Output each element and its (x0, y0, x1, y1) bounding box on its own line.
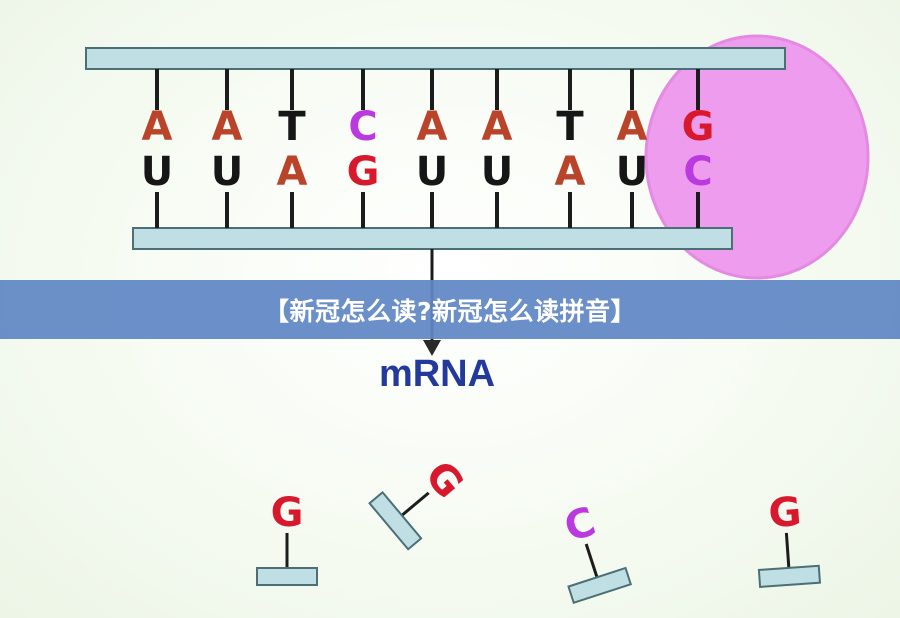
dna-base: T (556, 104, 584, 150)
free-base: G (767, 489, 803, 537)
rna-base: U (616, 149, 648, 195)
dna-strand-top (85, 47, 786, 70)
rna-base: U (141, 149, 173, 195)
free-nucleotide: G (368, 453, 472, 551)
title-banner: 【新冠怎么读?新冠怎么读拼音】 (0, 280, 900, 339)
dna-base: A (417, 104, 448, 150)
rna-base: U (211, 149, 243, 195)
free-base: G (416, 453, 472, 508)
rna-base: C (683, 149, 712, 195)
free-base: C (559, 499, 601, 552)
nucleotide-sugar-block (368, 490, 423, 551)
nucleotide-stalk (784, 532, 791, 569)
dna-base: A (617, 104, 648, 150)
free-nucleotide: C (559, 499, 633, 605)
free-nucleotide: G (256, 490, 318, 586)
nucleotide-sugar-block (567, 566, 633, 605)
dna-base: G (682, 104, 715, 150)
mrna-strand-bottom (132, 227, 733, 250)
dna-base: A (482, 104, 513, 150)
nucleotide-sugar-block (256, 567, 318, 586)
rna-base: U (416, 149, 448, 195)
nucleotide-sugar-block (757, 564, 822, 588)
banner-title: 【新冠怎么读?新冠怎么读拼音】 (263, 296, 636, 326)
rna-base: A (277, 149, 308, 195)
free-nucleotide: G (757, 489, 822, 588)
nucleotide-stalk (400, 491, 430, 518)
rna-base: U (481, 149, 513, 195)
rna-base: A (555, 149, 586, 195)
mrna-label: mRNA (379, 353, 495, 395)
rna-base: G (347, 149, 380, 195)
dna-base: A (142, 104, 173, 150)
dna-base: A (212, 104, 243, 150)
free-base: G (271, 490, 304, 536)
nucleotide-stalk (584, 543, 599, 579)
dna-base: T (278, 104, 306, 150)
ribosome-blob (644, 34, 870, 280)
strand-exit-arrowhead (423, 340, 441, 356)
dna-base: C (348, 104, 377, 150)
